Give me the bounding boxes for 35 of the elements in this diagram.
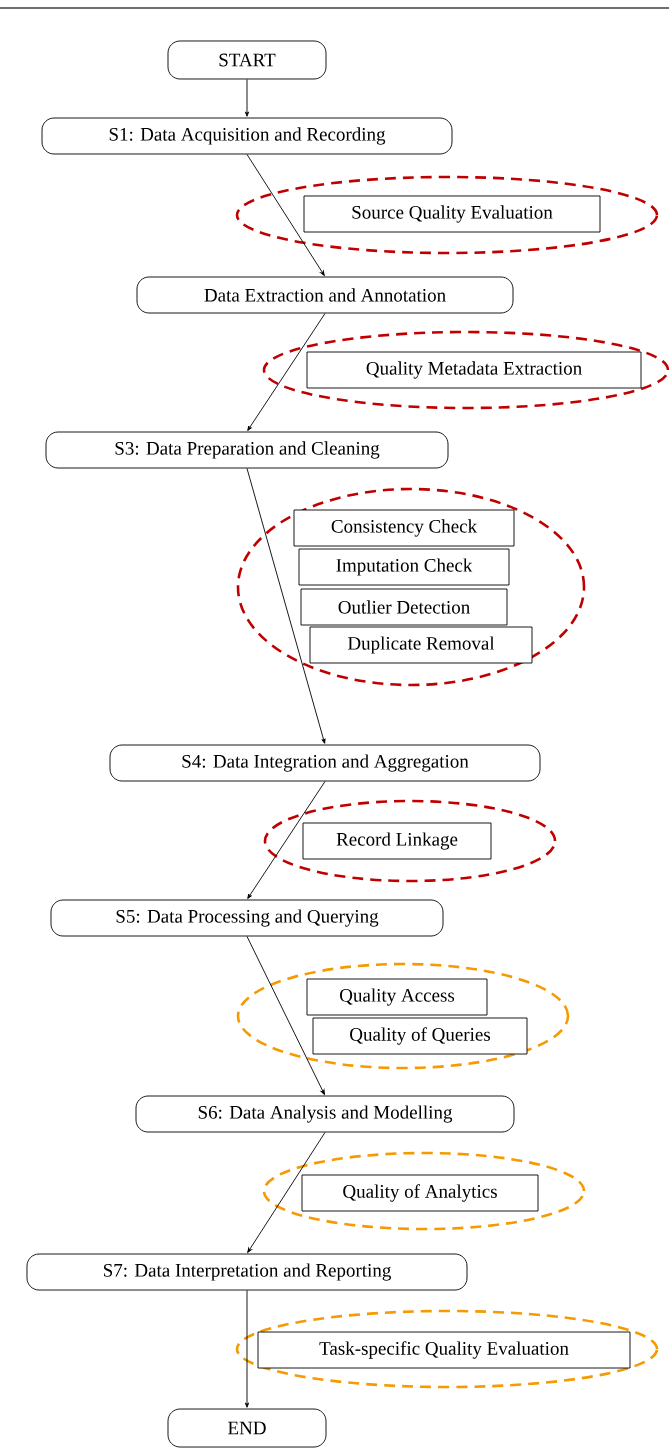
stage-box: S1: Data Acquisition and Recording (41, 117, 453, 155)
dashed-ellipse (235, 1309, 659, 1389)
check-box: Quality of Queries (312, 1017, 528, 1055)
dashed-ellipse (236, 962, 570, 1070)
stage-box: S6: Data Analysis and Modelling (135, 1095, 515, 1133)
stage-box: END (167, 1408, 327, 1448)
dashed-ellipse (262, 1151, 586, 1231)
check-box: Task-specific Quality Evaluation (257, 1331, 631, 1369)
check-box: Consistency Check (293, 509, 515, 547)
check-box: Quality Access (306, 978, 488, 1016)
stage-box: Data Extraction and Annotation (136, 276, 514, 314)
stage-box: S4: Data Integration and Aggregation (109, 744, 541, 782)
dashed-ellipse (235, 175, 659, 255)
check-box: Source Quality Evaluation (303, 195, 601, 233)
check-box: Duplicate Removal (309, 626, 533, 664)
stage-box: S5: Data Processing and Querying (50, 899, 444, 937)
check-box: Imputation Check (298, 548, 510, 586)
stage-box: S7: Data Interpretation and Reporting (26, 1253, 468, 1291)
check-box: Outlier Detection (300, 588, 508, 626)
arrow (246, 936, 325, 1095)
stage-box: START (167, 40, 327, 80)
arrow (247, 781, 326, 899)
dashed-ellipse (263, 799, 557, 883)
check-box: Quality Metadata Extraction (306, 351, 642, 389)
arrow (244, 1290, 250, 1408)
check-box: Record Linkage (302, 822, 492, 860)
arrow (246, 468, 326, 744)
arrow (247, 1132, 326, 1253)
arrow (244, 79, 250, 117)
stage-box: S3: Data Preparation and Cleaning (45, 431, 449, 469)
arrow (246, 154, 325, 276)
check-box: Quality of Analytics (301, 1174, 539, 1212)
dashed-ellipse (262, 330, 669, 410)
dashed-ellipse (236, 487, 586, 687)
arrow (247, 313, 326, 431)
